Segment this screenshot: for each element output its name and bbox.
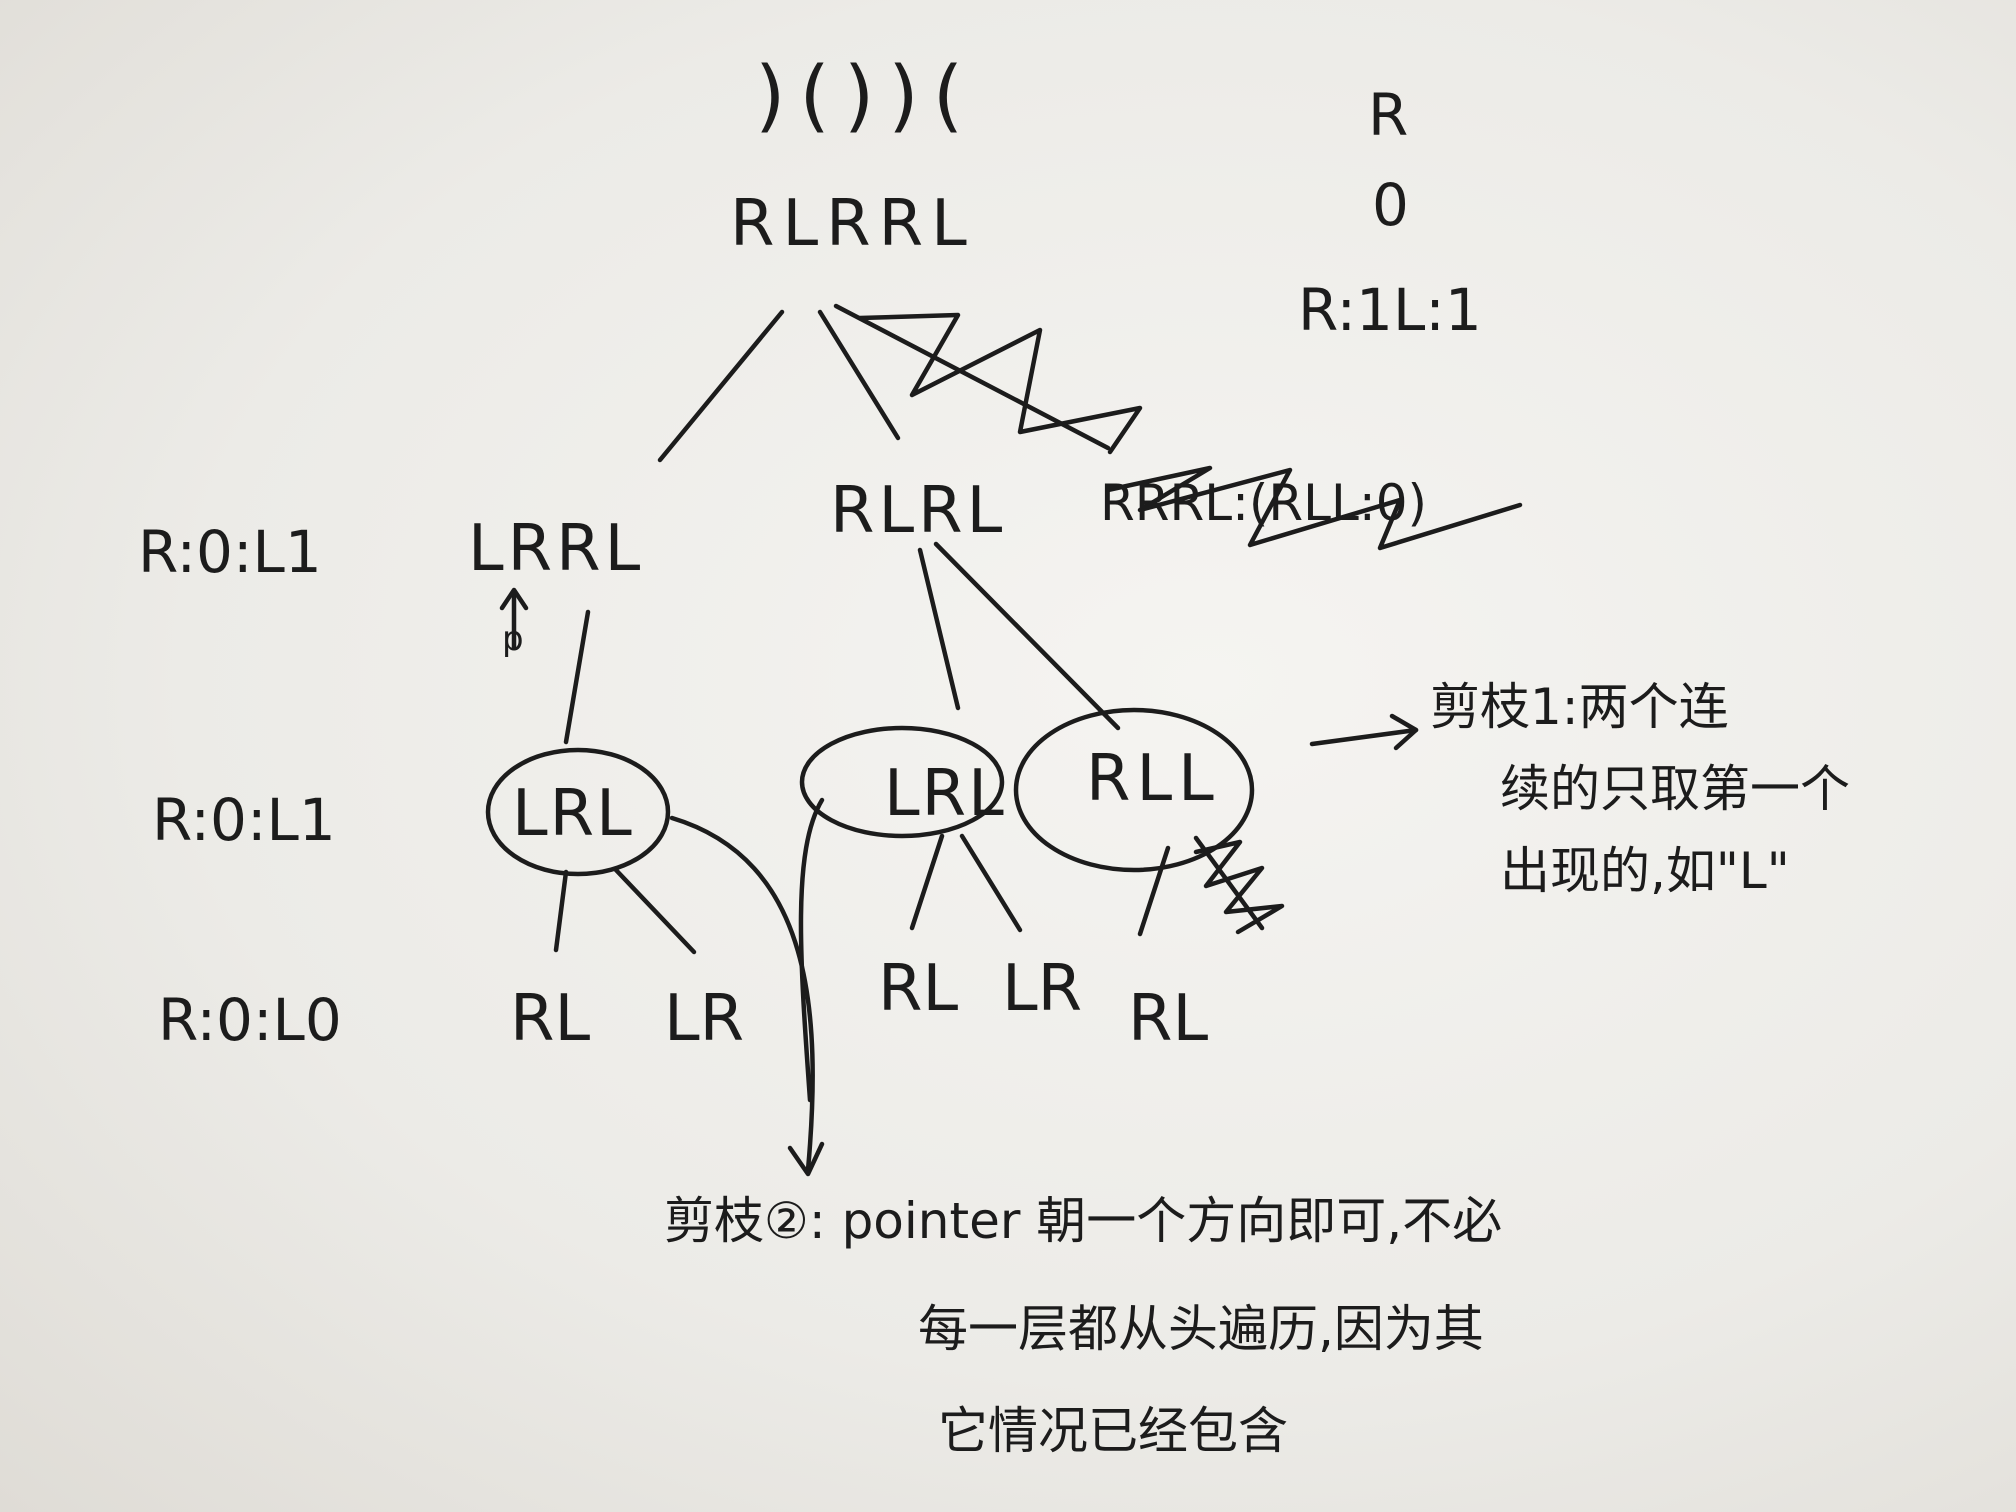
level3-counter: R:0:L0: [158, 986, 342, 1054]
prune-circle-c: [1013, 707, 1255, 873]
curved-arrow-head: [787, 1141, 825, 1177]
top-right-counter: R:1L:1: [1298, 276, 1482, 344]
edge-middle-to-rll: [933, 541, 1121, 731]
level3-leaf-3: RL: [878, 952, 958, 1026]
scribble-crossout-c-right: [1193, 839, 1285, 935]
curved-arrow-to-prune2: [669, 815, 815, 1173]
level2-node-a: LRL: [512, 777, 634, 851]
level3-leaf-1: RL: [510, 982, 590, 1056]
edge-root-middle: [817, 309, 901, 441]
arrow-to-prune1-head: [1389, 713, 1419, 751]
root-sequence: RLRRL: [730, 187, 975, 261]
edge-left-down: [563, 609, 591, 745]
prune2-line2: 每一层都从头遍历,因为其: [918, 1300, 1484, 1358]
edge-root-left: [657, 309, 785, 463]
prune-circle-b: [799, 725, 1005, 839]
level2-node-c: RLL: [1086, 742, 1220, 816]
arrow-to-prune1-shaft: [1309, 727, 1419, 747]
prune-circle-a: [485, 747, 671, 877]
level3-leaf-4: LR: [1002, 952, 1082, 1026]
top-right-zero-mark: 0: [1372, 171, 1409, 239]
edge-b-left: [909, 833, 945, 931]
level2-node-b: LRL: [884, 757, 1006, 831]
edge-c-left: [1137, 845, 1171, 937]
prune2-line1: 剪枝②: pointer 朝一个方向即可,不必: [664, 1192, 1502, 1250]
level1-left-node: LRRL: [468, 512, 644, 586]
pointer-mark: p: [502, 619, 524, 659]
edge-b-right: [959, 833, 1023, 933]
curved-line-from-lrl-b: [798, 797, 825, 1103]
edge-middle-to-lrl: [917, 547, 961, 711]
prune2-line3: 它情况已经包含: [938, 1402, 1288, 1460]
level1-middle-node: RLRL: [830, 474, 1006, 548]
level1-counter: R:0:L1: [138, 518, 322, 586]
edge-a-left: [553, 869, 569, 953]
scribble-crossout-node: [1105, 465, 1523, 551]
prune1-line1: 剪枝1:两个连: [1430, 678, 1729, 736]
edge-c-right-crossed: [1193, 835, 1265, 931]
root-parens: )())(: [755, 51, 977, 141]
level2-counter: R:0:L1: [152, 786, 336, 854]
edge-root-right: [833, 303, 1111, 451]
scribble-crossout-edge: [857, 312, 1143, 455]
prune1-line2: 续的只取第一个: [1500, 760, 1850, 818]
top-right-r-mark: R: [1368, 81, 1408, 149]
edge-a-right: [613, 867, 697, 955]
prune1-line3: 出现的,如"L": [1500, 842, 1790, 900]
level3-leaf-2: LR: [664, 982, 744, 1056]
level3-leaf-5: RL: [1128, 982, 1208, 1056]
pointer-arrow-head: [499, 587, 529, 611]
